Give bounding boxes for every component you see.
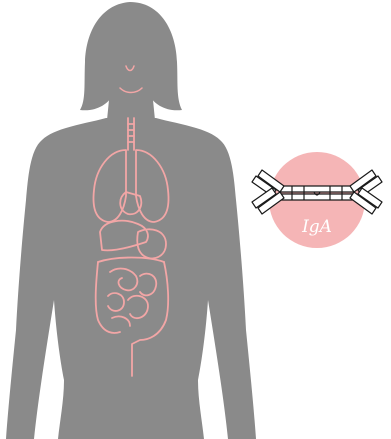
iga-badge: IgA	[252, 152, 382, 248]
iga-label: IgA	[301, 217, 332, 237]
female-body-silhouette-icon	[6, 2, 256, 439]
